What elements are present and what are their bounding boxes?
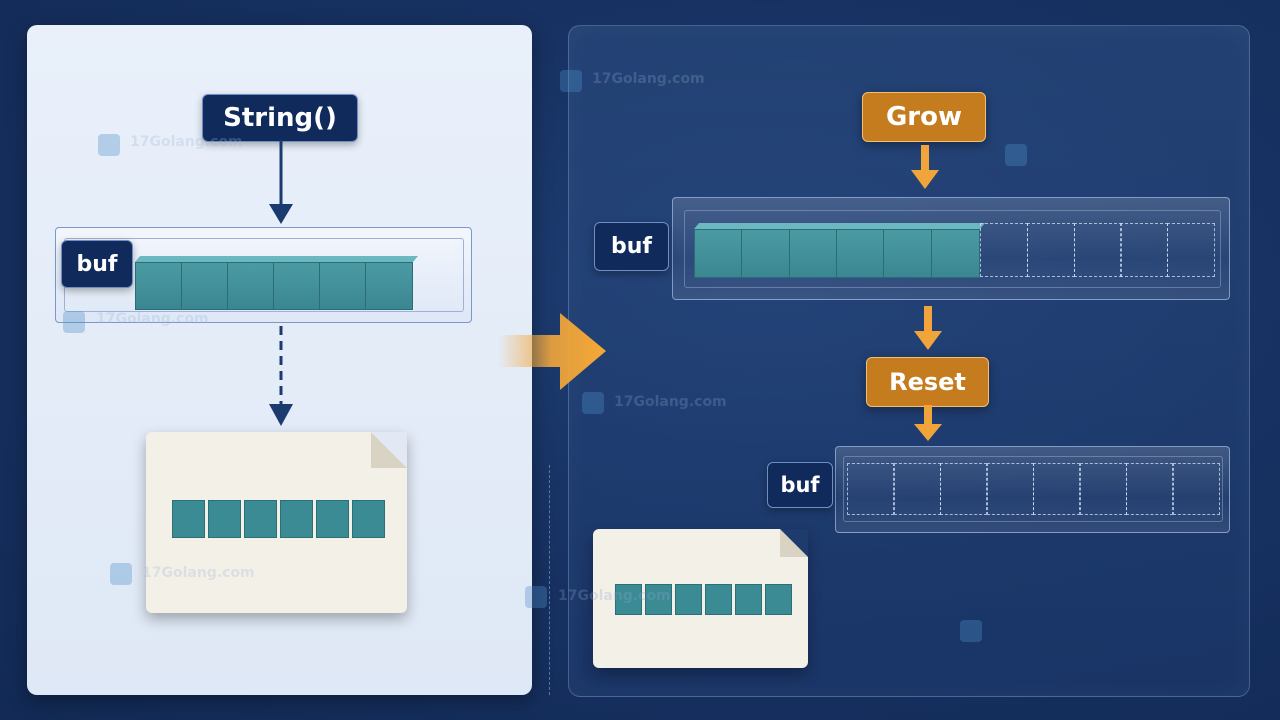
watermark-logo-icon [110,563,132,585]
buf-tube-right-bottom-inner [843,456,1223,522]
watermark-logo-icon [98,134,120,156]
byte-square [244,500,277,538]
empty-slot [847,463,894,515]
byte-square [675,584,702,615]
byte-block [835,229,885,278]
byte-square [172,500,205,538]
arrow-grow-to-buf [911,145,939,189]
arrow-string-to-buf [269,140,293,224]
byte-block [930,229,980,278]
empty-slot [1120,223,1169,277]
watermark-logo-icon [63,311,85,333]
empty-slot [940,463,987,515]
empty-slot [1033,463,1080,515]
empty-slot [1172,463,1220,515]
buf-tube-right-top-inner [684,210,1221,288]
document-fold-left [371,432,407,468]
byte-block [273,262,321,310]
byte-block [319,262,367,310]
watermark-logo-icon [1005,144,1027,166]
empty-slot [980,223,1028,277]
empty-slot [1026,223,1075,277]
empty-slot [1073,223,1122,277]
watermark: 17Golang.com [592,71,705,87]
buf-label-left: buf [61,240,133,288]
byte-square [615,584,642,615]
watermark-logo-icon [525,586,547,608]
empty-slot [1079,463,1127,515]
reset-label: Reset [866,357,989,407]
byte-block [135,262,183,310]
empty-slot [1126,463,1173,515]
document-fold-right [780,529,808,557]
empty-slot [986,463,1034,515]
byte-block [227,262,275,310]
watermark-logo-icon [582,392,604,414]
watermark: 17Golang.com [96,311,209,327]
byte-block [883,229,933,278]
watermark: 17Golang.com [614,394,727,410]
byte-square [735,584,762,615]
grow-label: Grow [862,92,986,142]
byte-block [694,229,743,278]
byte-square [705,584,732,615]
byte-block [788,229,838,278]
buf-label-right-bottom: buf [767,462,833,508]
empty-slot [893,463,941,515]
transition-arrow [498,313,606,390]
arrow-buf-to-reset [914,306,942,350]
divider-line [549,465,550,695]
buf-label-right-top: buf [594,222,669,271]
byte-square [208,500,241,538]
byte-square [316,500,349,538]
byte-square [645,584,672,615]
byte-square [280,500,313,538]
byte-square [352,500,385,538]
empty-slot [1167,223,1216,277]
watermark-logo-icon [960,620,982,642]
watermark: 17Golang.com [130,134,243,150]
byte-block [181,262,229,310]
arrow-buf-to-string [269,326,293,426]
watermark-logo-icon [560,70,582,92]
byte-block [365,262,413,310]
watermark: 17Golang.com [558,588,671,604]
watermark: 17Golang.com [142,565,255,581]
arrow-reset-to-buf [914,405,942,441]
byte-square [765,584,792,615]
byte-block [741,229,791,278]
